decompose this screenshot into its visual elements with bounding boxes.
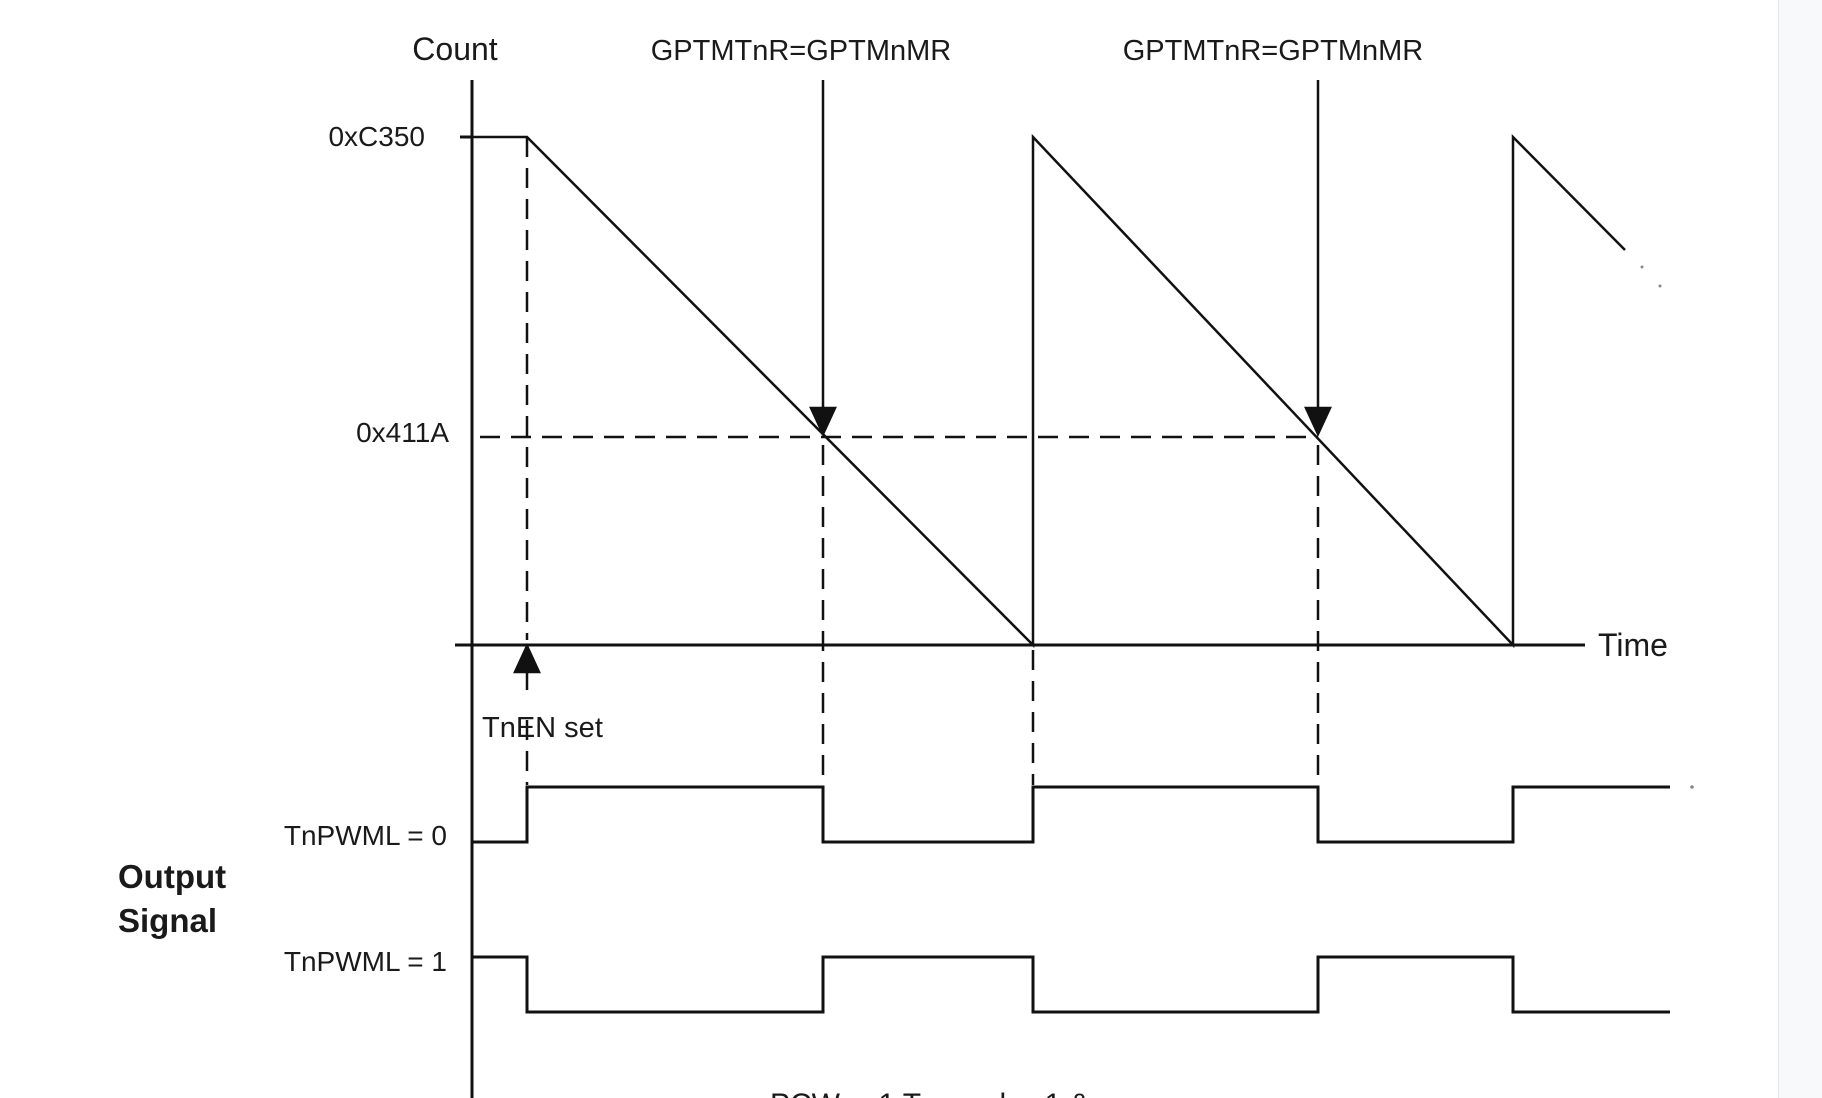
match-arrow-1-head — [809, 406, 837, 437]
timing-diagram: Count Time 0xC350 0x411A GPTMTnR=GPTMnMR… — [118, 31, 1694, 1098]
match-arrows — [809, 80, 1332, 437]
dashed-guides — [480, 137, 1320, 785]
counter-waveform — [472, 133, 1626, 649]
enable-arrow — [513, 643, 541, 690]
scrollbar-track[interactable] — [1778, 0, 1822, 1098]
signal-label-pwml1: TnPWML = 1 — [284, 946, 447, 977]
match-arrow-2-head — [1304, 406, 1332, 437]
y-axis-label: Count — [412, 31, 498, 67]
top-value-label: 0xC350 — [328, 121, 425, 152]
pwml1-line — [472, 955, 1670, 1014]
x-axis-label: Time — [1598, 627, 1668, 663]
axes — [455, 80, 1585, 1098]
output-waveform-pwml0 — [472, 785, 1670, 844]
pwml0-line — [472, 785, 1670, 844]
enable-arrow-head — [513, 643, 541, 674]
footer-caption-partial: PCW… 1 T… …d… 1 & — [770, 1088, 1090, 1098]
output-group-label-line1: Output — [118, 858, 226, 895]
match-event-label-1: GPTMTnR=GPTMnMR — [651, 35, 952, 67]
signal-label-pwml0: TnPWML = 0 — [284, 820, 447, 851]
match-event-label-2: GPTMTnR=GPTMnMR — [1123, 35, 1424, 67]
enable-label: TnEN set — [482, 712, 603, 744]
sawtooth-line — [472, 133, 1626, 649]
match-value-label: 0x411A — [356, 417, 449, 448]
diagram-panel: Count Time 0xC350 0x411A GPTMTnR=GPTMnMR… — [118, 31, 1694, 1098]
output-group-label-line2: Signal — [118, 902, 217, 939]
output-waveform-pwml1 — [472, 955, 1670, 1014]
scan-artifacts — [1640, 265, 1694, 789]
